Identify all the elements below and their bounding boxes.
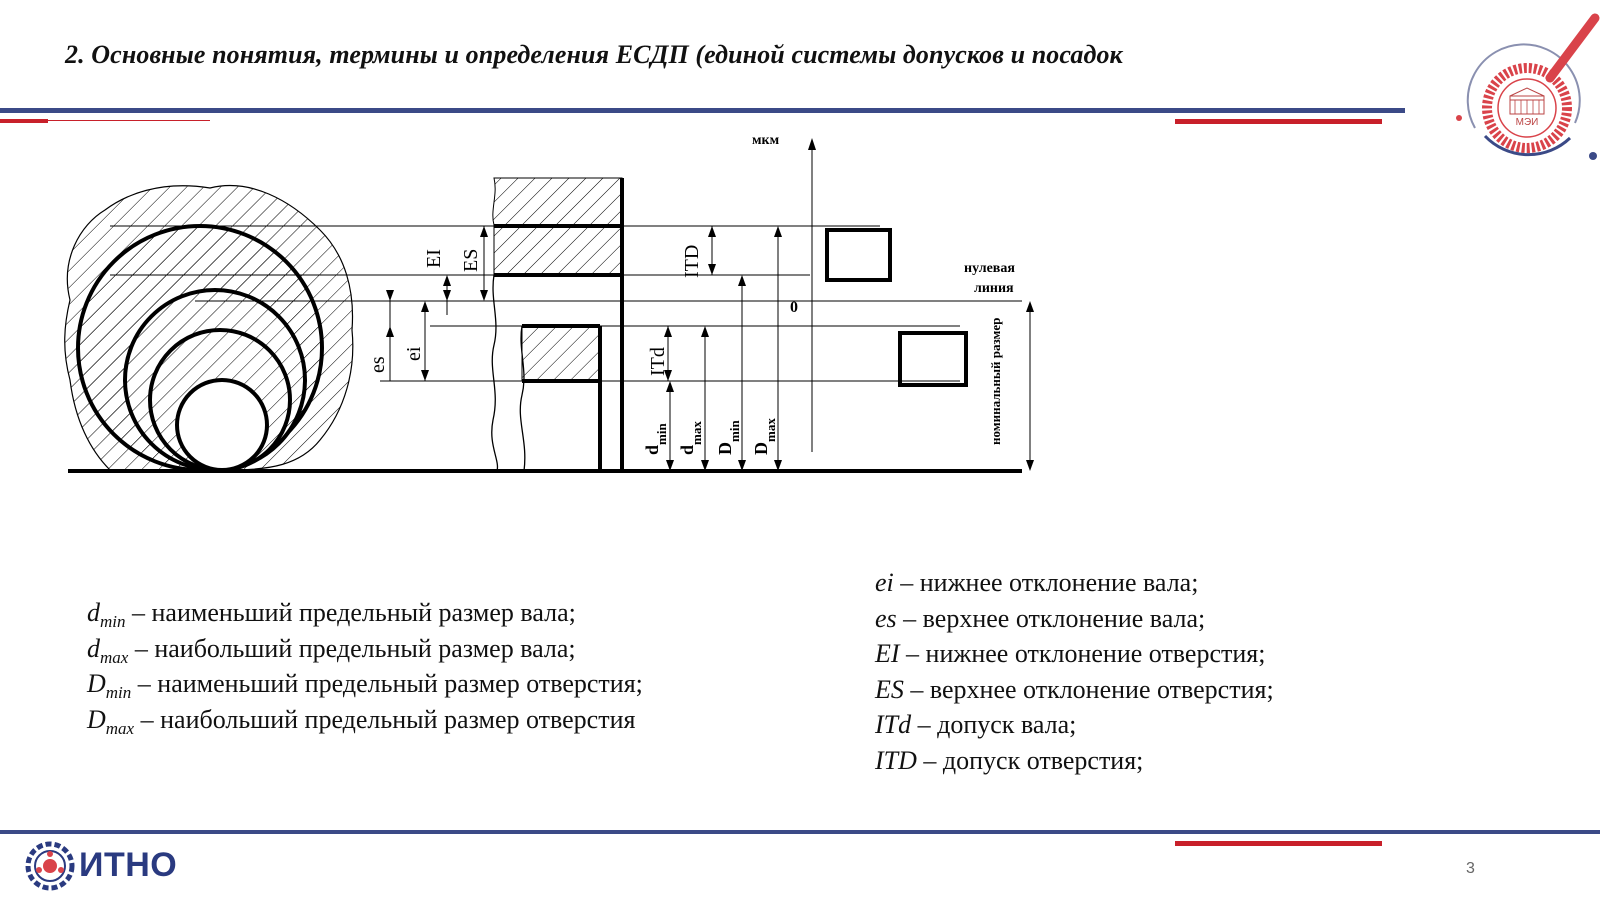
legend-left: dmin – наименьший предельный размер вала… <box>87 595 643 737</box>
shaft-cross-section <box>64 184 354 472</box>
header-accent-left <box>0 119 48 123</box>
slide-title: 2. Основные понятия, термины и определен… <box>65 40 1123 69</box>
legend-item: Dmax – наибольший предельный размер отве… <box>87 704 636 738</box>
null-line-label-1: нулевая <box>964 261 1015 276</box>
EI-label: EI <box>423 249 445 268</box>
axis-unit-label: мкм <box>752 133 780 148</box>
header-accent-right <box>1175 119 1382 124</box>
nominal-size-label: номинальный размер <box>988 318 1003 445</box>
null-line-label-2: линия <box>974 281 1014 296</box>
legend-item: EI – нижнее отклонение отверстия; <box>875 639 1266 668</box>
legend-item: ei – нижнее отклонение вала; <box>875 568 1199 597</box>
legend-item: es – верхнее отклонение вала; <box>875 603 1206 633</box>
ei-label: ei <box>403 346 425 361</box>
ES-label: ES <box>460 249 482 272</box>
itno-gear-icon <box>25 841 75 891</box>
legend-item: ES – верхнее отклонение отверстия; <box>875 674 1274 704</box>
es-label: es <box>367 356 389 373</box>
zero-label: 0 <box>790 299 798 316</box>
seal-text: МЭИ <box>1516 117 1539 128</box>
d-min-label: dmin <box>642 423 669 455</box>
page-number: 3 <box>1466 860 1475 877</box>
ITD-label: ITD <box>681 245 703 278</box>
D-min-label: Dmin <box>715 420 742 455</box>
legend-item: Dmin – наименьший предельный размер отве… <box>87 669 643 702</box>
header-accent-left-thin <box>48 120 210 121</box>
ITd-label: ITd <box>647 347 669 376</box>
legend-item: ITD – допуск отверстия; <box>875 745 1144 775</box>
itno-logo-text: ИТНО <box>79 846 178 884</box>
tolerance-diagram: мкм 0 нулевая линия номинальный размер E… <box>64 133 1034 473</box>
mei-seal-logo: МЭИ <box>1456 13 1600 160</box>
d-max-label: dmax <box>677 421 704 455</box>
legend-item: dmin – наименьший предельный размер вала… <box>87 598 576 631</box>
footer-divider <box>0 830 1600 834</box>
legend-right: ei – нижнее отклонение вала; es – верхне… <box>875 565 1274 778</box>
header-divider <box>0 108 1405 113</box>
legend-item: ITd – допуск вала; <box>875 710 1077 739</box>
D-max-label: Dmax <box>751 418 778 455</box>
shaft-block <box>519 324 602 472</box>
legend-item: dmax – наибольший предельный размер вала… <box>87 633 576 667</box>
footer-accent-right <box>1175 841 1382 846</box>
hole-tolerance-field <box>825 228 892 282</box>
shaft-tolerance-field <box>898 331 968 387</box>
